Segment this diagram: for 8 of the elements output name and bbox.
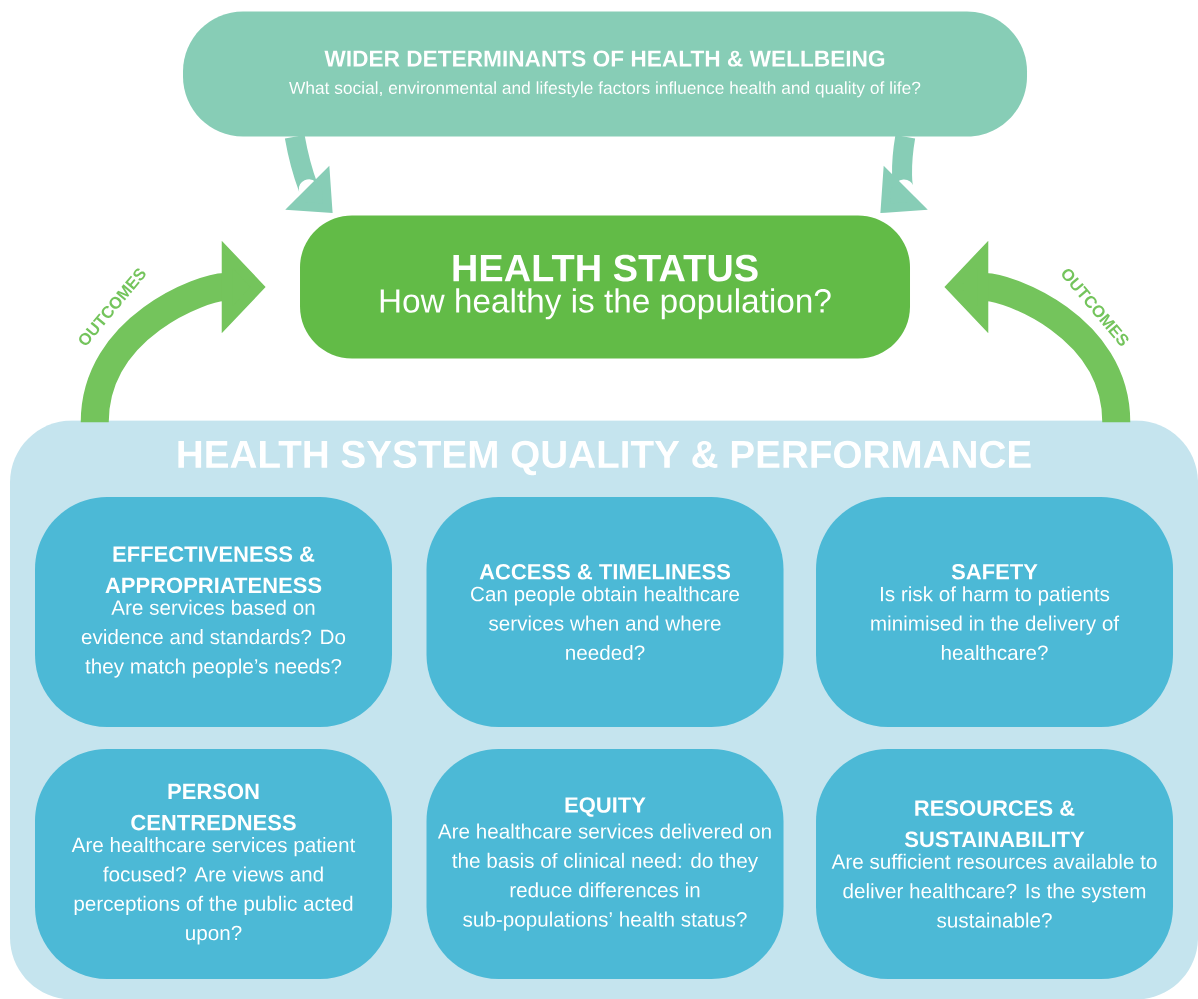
determinants-box: WIDER DETERMINANTS OF HEALTH & WELLBEING What social, environmental and lifestyle factors influence health and quality of life? [183, 11, 1027, 137]
dimension-box: EQUITY Are healthcare services delivered on the basis of clinical need: do they reduce differences in sub-populations’ health status? [426, 749, 784, 979]
dimension-box: SAFETY Is risk of harm to patients minimised in the delivery of healthcare? [816, 497, 1173, 727]
dimension-box: RESOURCES & SUSTAINABILITY Are sufficient resources available to deliver healthcare? Is the system sustainable? [816, 749, 1173, 979]
dimension-box: EFFECTIVENESS & APPROPRIATENESS Are services based on evidence and standards? Do they match people’s needs? [35, 497, 392, 727]
status-box: HEALTH STATUS How healthy is the population? [300, 215, 910, 359]
dimension-box: ACCESS & TIMELINESS Can people obtain healthcare services when and where needed? [426, 497, 784, 727]
dimension-box: PERSON CENTREDNESS Are healthcare services patient focused? Are views and perceptions of the public acted upon? [35, 749, 392, 979]
